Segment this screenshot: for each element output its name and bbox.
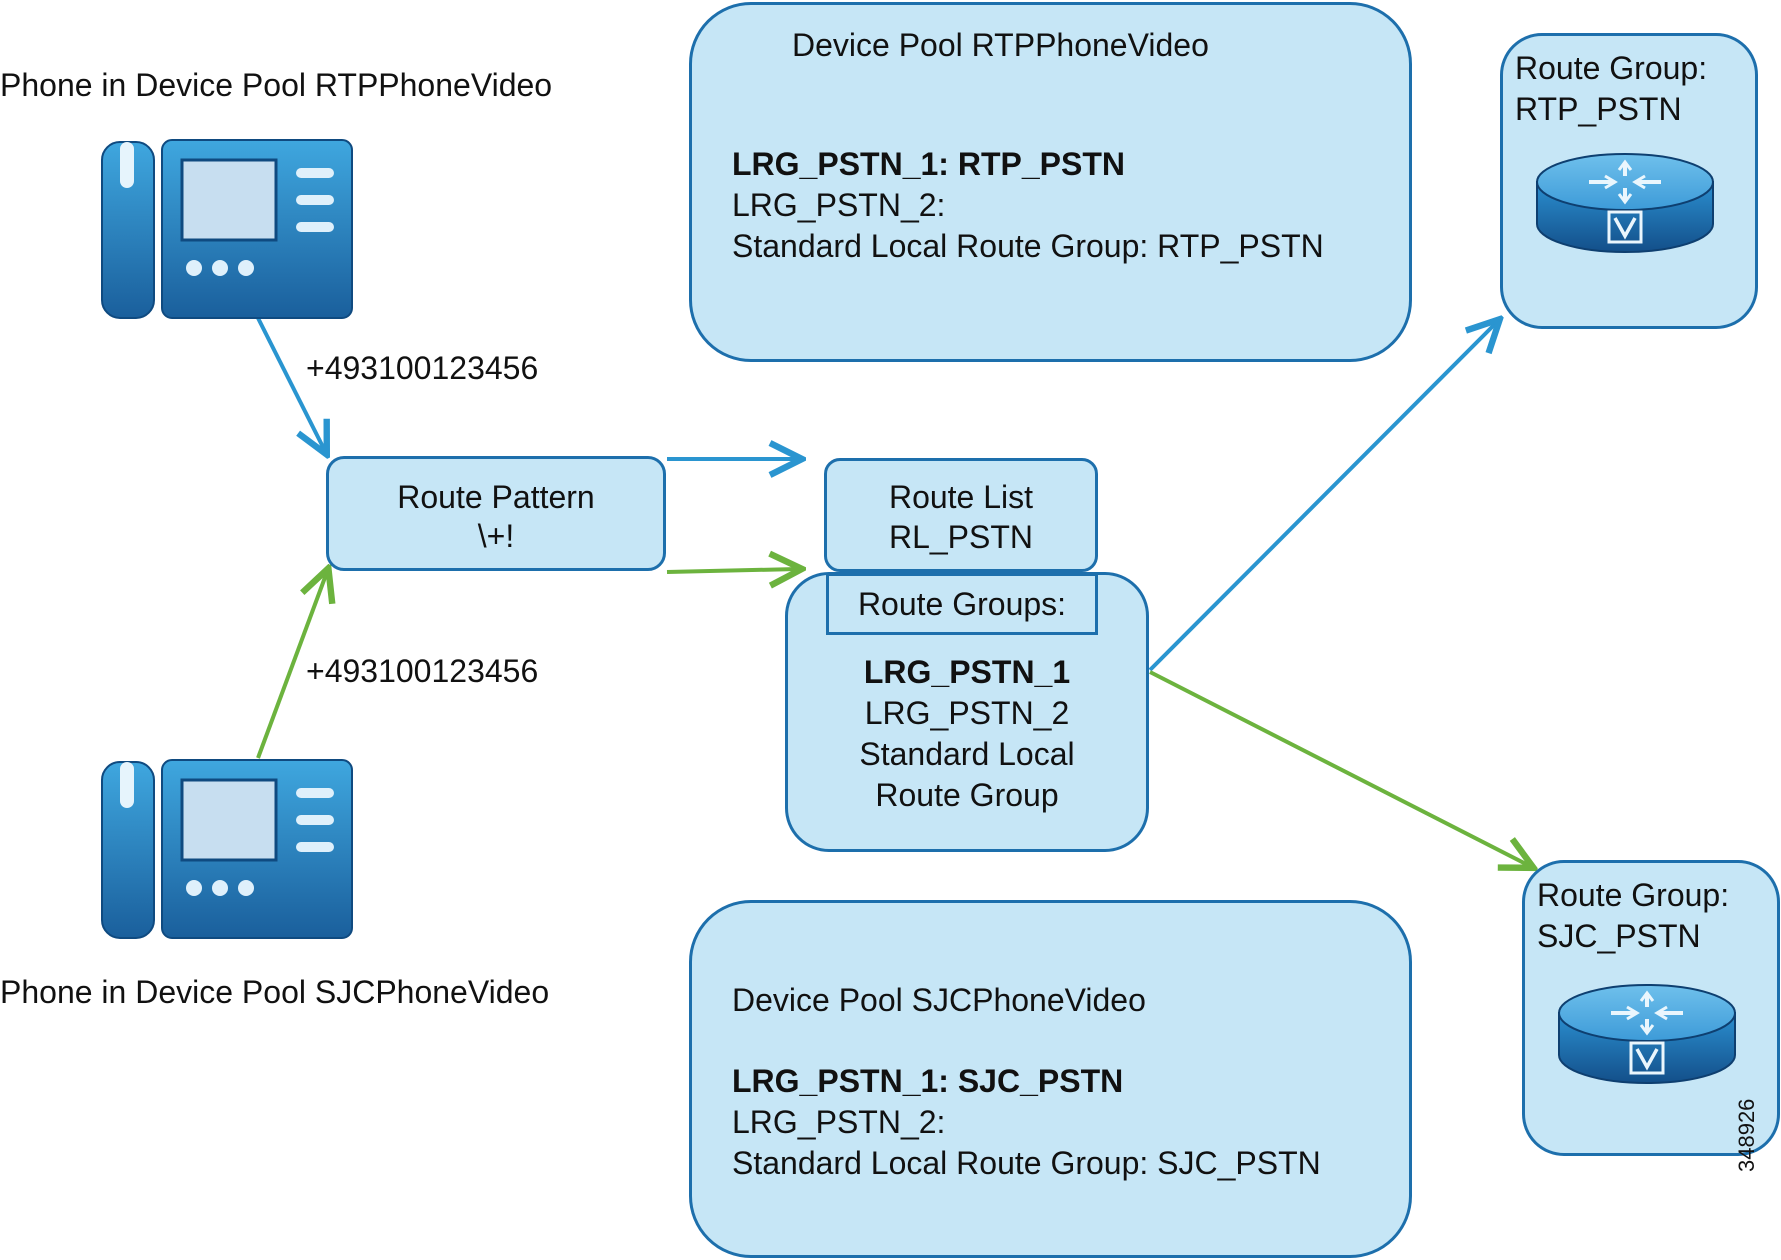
arrow-bottom-phone-to-route-pattern xyxy=(256,572,327,759)
voice-router-icon xyxy=(1536,153,1714,253)
device-pool-sjc-title: Device Pool SJCPhoneVideo xyxy=(732,982,1146,1018)
device-pool-rtp-box: Device Pool RTPPhoneVideo LRG_PSTN_1: RT… xyxy=(689,2,1412,362)
route-list-title: Route List xyxy=(888,479,1034,515)
route-group-item: Route Group xyxy=(875,777,1059,813)
route-group-item: LRG_PSTN_1 xyxy=(863,654,1071,690)
top-phone-caption: Phone in Device Pool RTPPhoneVideo xyxy=(0,67,553,103)
device-pool-rtp-line: LRG_PSTN_1: RTP_PSTN xyxy=(732,146,1125,182)
route-group-sjc-name: SJC_PSTN xyxy=(1537,918,1701,954)
device-pool-rtp-title: Device Pool RTPPhoneVideo xyxy=(792,27,1209,63)
route-group-item: LRG_PSTN_2 xyxy=(864,695,1070,731)
figure-id: 348926 xyxy=(1734,1098,1759,1172)
device-pool-rtp-line: Standard Local Route Group: RTP_PSTN xyxy=(732,228,1324,264)
arrow-route-pattern-to-route-list-green xyxy=(666,569,798,572)
top-dialed-number: +493100123456 xyxy=(306,350,539,386)
device-pool-sjc-line: LRG_PSTN_1: SJC_PSTN xyxy=(732,1063,1124,1099)
ip-phone-icon xyxy=(101,759,353,939)
arrow-top-phone-to-route-pattern xyxy=(256,317,325,451)
bottom-dialed-number: +493100123456 xyxy=(306,653,539,689)
arrow-route-groups-to-sjc-pstn xyxy=(1149,670,1530,866)
bottom-phone-caption: Phone in Device Pool SJCPhoneVideo xyxy=(0,974,550,1010)
device-pool-sjc-box: Device Pool SJCPhoneVideo LRG_PSTN_1: SJ… xyxy=(689,900,1412,1258)
route-pattern-box: Route Pattern \+! xyxy=(326,456,666,571)
arrow-route-groups-to-rtp-pstn xyxy=(1148,322,1497,672)
device-pool-sjc-line: Standard Local Route Group: SJC_PSTN xyxy=(732,1145,1321,1181)
voice-router-icon xyxy=(1558,984,1736,1084)
route-pattern-title: Route Pattern xyxy=(397,479,595,515)
route-pattern-value: \+! xyxy=(477,518,515,554)
ip-phone-icon xyxy=(101,139,353,319)
device-pool-rtp-line: LRG_PSTN_2: xyxy=(732,187,946,223)
route-group-rtp-label: Route Group: xyxy=(1515,50,1708,86)
route-group-rtp-name: RTP_PSTN xyxy=(1515,91,1682,127)
device-pool-sjc-line: LRG_PSTN_2: xyxy=(732,1104,946,1140)
route-groups-box: LRG_PSTN_1 LRG_PSTN_2 Standard Local Rou… xyxy=(785,572,1149,852)
route-groups-header: Route Groups: xyxy=(826,573,1098,635)
route-groups-header-label: Route Groups: xyxy=(857,586,1067,622)
route-list-name: RL_PSTN xyxy=(888,519,1034,555)
route-list-box: Route List RL_PSTN xyxy=(824,458,1098,572)
route-group-rtp-box: Route Group: RTP_PSTN xyxy=(1500,33,1758,329)
route-group-sjc-box: Route Group: SJC_PSTN xyxy=(1522,860,1780,1156)
route-group-sjc-label: Route Group: xyxy=(1537,877,1730,913)
route-group-item: Standard Local xyxy=(859,736,1075,772)
